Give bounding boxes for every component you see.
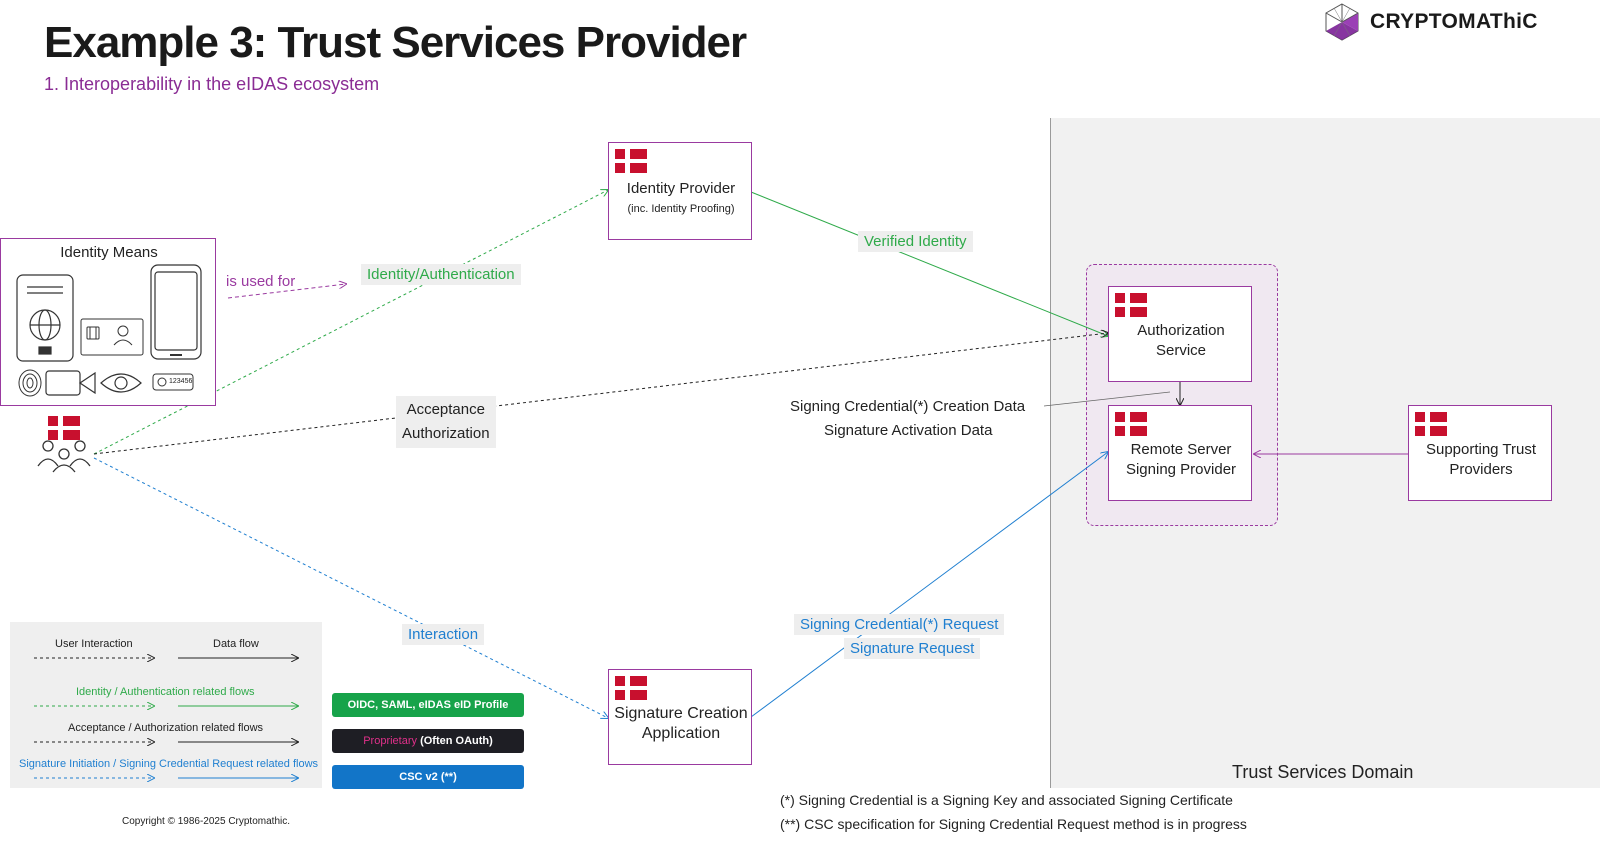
line-credential-data: [1043, 391, 1171, 407]
legend-signature-flows: Signature Initiation / Signing Credentia…: [19, 758, 319, 770]
footnote-2: (**) CSC specification for Signing Crede…: [780, 816, 1247, 832]
camera-icon: [45, 370, 96, 396]
otp-code: 123456: [169, 378, 193, 385]
arrow-is-used-for: [227, 284, 346, 299]
identity-means-title: Identity Means: [60, 244, 158, 261]
identity-provider-box: Identity Provider (inc. Identity Proofin…: [608, 142, 752, 240]
denmark-flag-icon: [615, 676, 647, 700]
remote-server-label: Remote Server Signing Provider: [1125, 441, 1237, 478]
label-acceptance-line1: Acceptance: [406, 401, 485, 418]
passport-icon: [16, 274, 74, 362]
label-verified-identity: Verified Identity: [858, 231, 973, 252]
label-signature-request: Signature Request: [844, 638, 981, 659]
label-interaction: Interaction: [402, 624, 485, 645]
legend-acceptance-flows: Acceptance / Authorization related flows: [68, 722, 264, 734]
legend: User Interaction Data flow Identity / Au…: [10, 622, 322, 788]
supporting-trust-providers-label: Supporting Trust Providers: [1425, 441, 1537, 478]
label-signature-activation: Signature Activation Data: [824, 422, 993, 439]
label-signing-credential-creation: Signing Credential(*) Creation Data: [790, 398, 1026, 415]
brand-logo: CRYPTOMAThiC: [1322, 2, 1572, 42]
authorization-service-label: Authorization Service: [1137, 322, 1225, 359]
label-acceptance-line2: Authorization: [402, 425, 490, 442]
denmark-flag-icon: [1415, 412, 1447, 436]
arrow-user-to-authz: [93, 333, 1108, 455]
page-subtitle: 1. Interoperability in the eIDAS ecosyst…: [44, 74, 380, 94]
protocol-pill-green: OIDC, SAML, eIDAS eID Profile: [332, 693, 524, 717]
remote-server-signing-provider-box: Remote Server Signing Provider: [1108, 405, 1252, 501]
phone-icon: [150, 264, 202, 360]
supporting-trust-providers-box: Supporting Trust Providers: [1408, 405, 1552, 501]
id-card-icon: [80, 318, 144, 356]
label-is-used-for: is used for: [226, 273, 296, 290]
identity-means-illustration: [16, 264, 202, 397]
label-signing-credential-request: Signing Credential(*) Request: [794, 614, 1005, 635]
copyright: Copyright © 1986-2025 Cryptomathic.: [122, 816, 291, 827]
users-icon: [37, 440, 91, 473]
trust-services-domain-label: Trust Services Domain: [1232, 762, 1414, 782]
arrow-user-to-sca: [93, 457, 608, 718]
page-title: Example 3: Trust Services Provider: [44, 18, 747, 67]
label-identity-authentication: Identity/Authentication: [361, 264, 521, 285]
denmark-flag-icon: [1115, 412, 1147, 436]
legend-data-flow: Data flow: [213, 638, 259, 650]
identity-provider-sublabel: (inc. Identity Proofing): [627, 203, 735, 215]
fingerprint-icon: [18, 369, 42, 397]
protocol-pill-blue: CSC v2 (**): [332, 765, 524, 789]
authorization-service-box: Authorization Service: [1108, 286, 1252, 382]
identity-means-box: Identity Means: [0, 238, 216, 406]
arrow-user-to-idp: [93, 190, 608, 455]
signature-creation-application-box: Signature Creation Application: [608, 669, 752, 765]
protocol-pill-dark: Proprietary (Often OAuth): [332, 729, 524, 753]
legend-line-samples: [34, 622, 322, 788]
arrow-idp-to-authz: [750, 191, 1108, 336]
label-acceptance-authorization: Acceptance Authorization: [396, 396, 496, 448]
protocol-pill-dark-rest: (Often OAuth): [417, 735, 493, 747]
denmark-flag-icon: [615, 149, 647, 173]
legend-user-interaction: User Interaction: [55, 638, 133, 650]
denmark-flag-icon: [1115, 293, 1147, 317]
legend-identity-flows: Identity / Authentication related flows: [76, 686, 255, 698]
identity-provider-label: Identity Provider: [626, 180, 736, 197]
arrow-sca-to-rssp: [750, 452, 1108, 718]
denmark-flag-icon: [48, 416, 80, 440]
footnote-1: (*) Signing Credential is a Signing Key …: [780, 792, 1233, 808]
protocol-pill-dark-highlight: Proprietary: [363, 735, 418, 747]
otp-token-icon: [152, 373, 194, 391]
signature-app-label: Signature Creation Application: [614, 705, 748, 742]
eye-icon: [100, 373, 142, 393]
brand-name: CRYPTOMAThiC: [1370, 10, 1538, 33]
cube-logo-icon: [1325, 3, 1359, 41]
